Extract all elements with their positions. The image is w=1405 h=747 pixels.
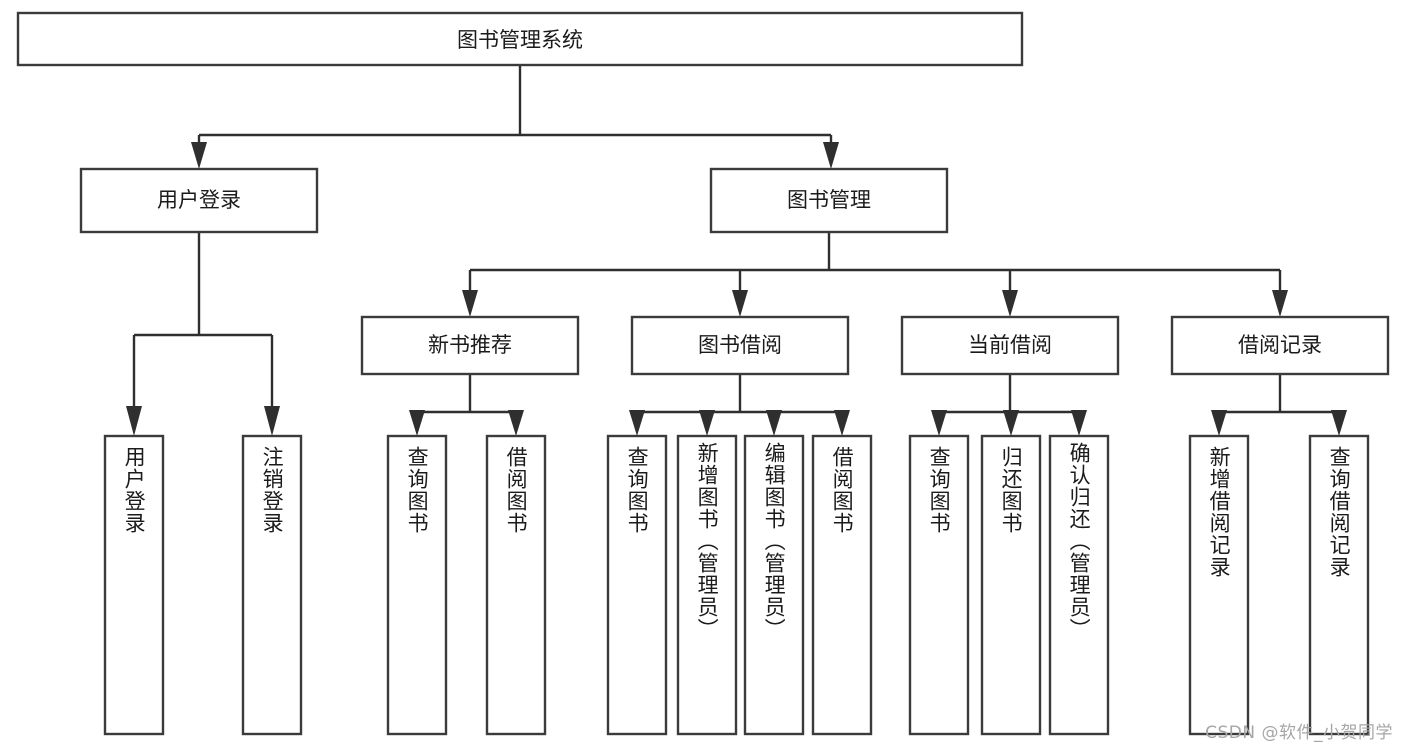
node-leaf-query-borrow-record[interactable]: 查询借阅记录	[1308, 434, 1370, 736]
node-leaf-query-book-borrow[interactable]: 查询图书	[606, 434, 668, 736]
module-label-user-login: 用户登录	[157, 188, 241, 212]
arrow-head-book-borrow	[732, 290, 748, 317]
arrow-head-book-mgmt	[823, 142, 839, 169]
leaf-label-query-book-current: 查询图书	[927, 446, 952, 534]
node-leaf-borrow-book-borrow[interactable]: 借阅图书	[811, 434, 873, 736]
module-label-book-management: 图书管理	[787, 188, 871, 212]
arrow-head-current-borrow	[1002, 290, 1018, 317]
leaf-label-query-book-rec: 查询图书	[405, 446, 430, 534]
leaf-box-query-book-borrow[interactable]	[606, 434, 668, 736]
submodule-box-new-book-recommend[interactable]	[360, 315, 580, 376]
node-leaf-logout[interactable]: 注销登录	[241, 434, 303, 736]
node-leaf-add-borrow-record[interactable]: 新增借阅记录	[1188, 434, 1250, 736]
arrow-head-user-login	[191, 142, 207, 169]
submodule-label-book-borrow: 图书借阅	[698, 333, 782, 357]
submodule-label-current-borrow: 当前借阅	[968, 333, 1052, 357]
leaf-label-add-borrow-record: 新增借阅记录	[1207, 446, 1232, 578]
arrow-head-leaf-add-record	[1211, 410, 1227, 436]
leaf-label-edit-book-admin: 编辑图书（管理员）	[762, 442, 787, 640]
node-module-book-management[interactable]: 图书管理	[709, 167, 949, 234]
leaf-box-query-book-rec[interactable]	[386, 434, 448, 736]
node-leaf-confirm-return-admin[interactable]: 确认归还（管理员）	[1048, 434, 1110, 736]
arrow-head-leaf-query-book-c	[931, 410, 947, 436]
arrow-head-new-book-rec	[462, 290, 478, 317]
module-box-book-management[interactable]	[709, 167, 949, 234]
arrow-head-leaf-query-book-b	[629, 410, 645, 436]
node-submodule-borrow-record[interactable]: 借阅记录	[1170, 315, 1390, 376]
arrow-head-leaf-user-login	[126, 406, 142, 436]
leaf-box-borrow-book-borrow[interactable]	[811, 434, 873, 736]
node-leaf-user-login[interactable]: 用户登录	[103, 434, 165, 736]
root-box[interactable]	[16, 11, 1024, 67]
leaf-label-user-login: 用户登录	[122, 446, 147, 534]
leaf-box-confirm-return-admin[interactable]	[1048, 434, 1110, 736]
node-submodule-new-book-recommend[interactable]: 新书推荐	[360, 315, 580, 376]
submodule-box-borrow-record[interactable]	[1170, 315, 1390, 376]
node-root[interactable]: 图书管理系统	[16, 11, 1024, 67]
node-leaf-add-book-admin[interactable]: 新增图书（管理员）	[676, 434, 738, 736]
leaf-box-query-borrow-record[interactable]	[1308, 434, 1370, 736]
submodule-box-book-borrow[interactable]	[630, 315, 850, 376]
leaf-label-add-book-admin: 新增图书（管理员）	[695, 442, 720, 640]
arrow-head-borrow-record	[1272, 290, 1288, 317]
arrow-head-leaf-confirm-return	[1071, 410, 1087, 436]
leaf-box-query-book-current[interactable]	[908, 434, 970, 736]
node-leaf-query-book-rec[interactable]: 查询图书	[386, 434, 448, 736]
node-leaf-query-book-current[interactable]: 查询图书	[908, 434, 970, 736]
arrow-head-leaf-logout-login	[264, 406, 280, 436]
connector-layer	[126, 65, 1347, 436]
leaf-box-return-book[interactable]	[980, 434, 1042, 736]
node-leaf-borrow-book-rec[interactable]: 借阅图书	[485, 434, 547, 736]
leaf-label-confirm-return-admin: 确认归还（管理员）	[1067, 442, 1092, 640]
node-leaf-edit-book-admin[interactable]: 编辑图书（管理员）	[743, 434, 805, 736]
arrow-head-leaf-query-book-a	[409, 410, 425, 436]
leaf-box-borrow-book-rec[interactable]	[485, 434, 547, 736]
leaf-box-user-login[interactable]	[103, 434, 165, 736]
module-box-user-login[interactable]	[79, 167, 319, 234]
root-label: 图书管理系统	[457, 28, 583, 52]
leaf-box-logout[interactable]	[241, 434, 303, 736]
submodule-box-current-borrow[interactable]	[900, 315, 1120, 376]
node-submodule-book-borrow[interactable]: 图书借阅	[630, 315, 850, 376]
arrow-head-leaf-add-book	[699, 410, 715, 436]
arrow-head-leaf-query-record	[1331, 410, 1347, 436]
node-leaf-return-book[interactable]: 归还图书	[980, 434, 1042, 736]
leaf-label-borrow-book-rec: 借阅图书	[504, 446, 529, 534]
leaf-label-query-book-borrow: 查询图书	[625, 446, 650, 534]
leaf-label-borrow-book-borrow: 借阅图书	[830, 446, 855, 534]
leaf-label-return-book: 归还图书	[999, 446, 1024, 534]
arrow-head-leaf-borrow-book-b	[834, 410, 850, 436]
leaf-box-edit-book-admin[interactable]	[743, 434, 805, 736]
arrow-head-leaf-borrow-book-a	[508, 410, 524, 436]
arrow-head-leaf-edit-book	[766, 410, 782, 436]
submodule-label-borrow-record: 借阅记录	[1238, 333, 1322, 357]
leaf-label-logout: 注销登录	[260, 446, 285, 534]
arrow-head-leaf-return-book	[1003, 410, 1019, 436]
node-submodule-current-borrow[interactable]: 当前借阅	[900, 315, 1120, 376]
leaf-label-query-borrow-record: 查询借阅记录	[1327, 446, 1352, 578]
node-module-user-login[interactable]: 用户登录	[79, 167, 319, 234]
leaf-box-add-book-admin[interactable]	[676, 434, 738, 736]
leaf-box-add-borrow-record[interactable]	[1188, 434, 1250, 736]
submodule-label-new-book-recommend: 新书推荐	[428, 333, 512, 357]
